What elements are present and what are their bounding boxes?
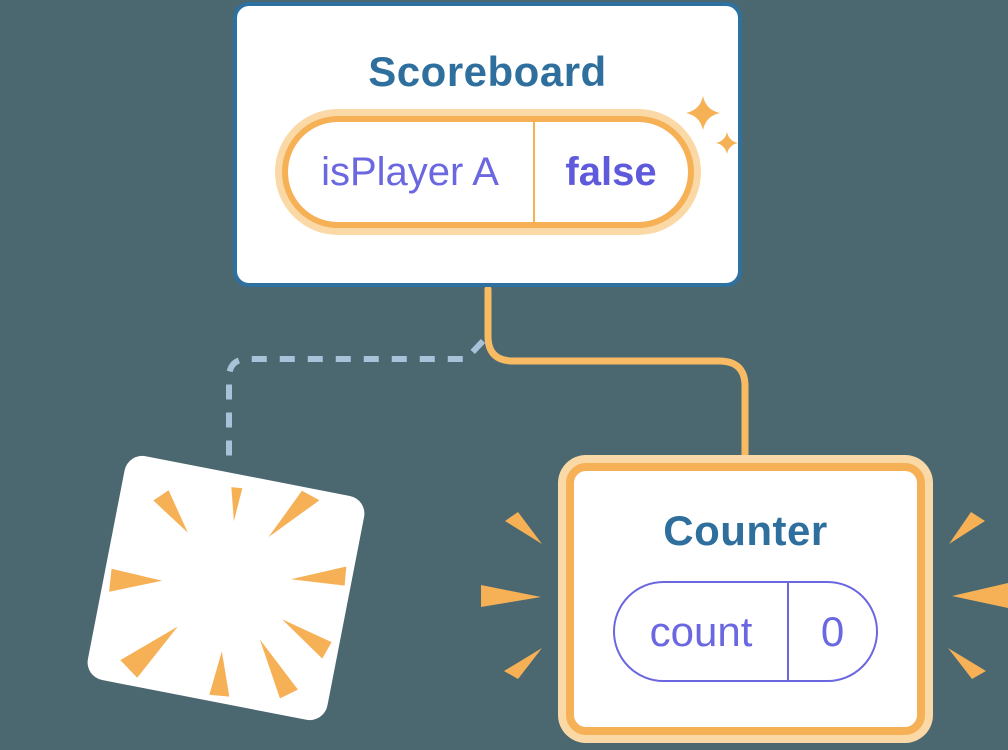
state-name: isPlayer A [321,149,499,194]
destroyed-component-card [84,452,368,724]
counter-title: Counter [663,507,828,554]
counter-card: Counter count 0 [566,463,925,735]
explosion-burst-icon [109,487,347,699]
scoreboard-title: Scoreboard [368,48,607,95]
state-value: false [565,149,657,194]
scoreboard-card: Scoreboard isPlayer A false [233,2,742,287]
solid-connector-line [484,285,749,463]
right-emphasis-burst-icon [948,512,1008,679]
scoreboard-state-pill: isPlayer A false [281,116,694,228]
left-emphasis-burst-icon [481,512,542,679]
pill-divider [532,122,535,222]
state-value: 0 [820,607,845,655]
state-name: count [649,607,753,655]
counter-state-pill: count 0 [613,581,878,682]
pill-divider [787,583,789,680]
dashed-connector-line [226,338,486,464]
